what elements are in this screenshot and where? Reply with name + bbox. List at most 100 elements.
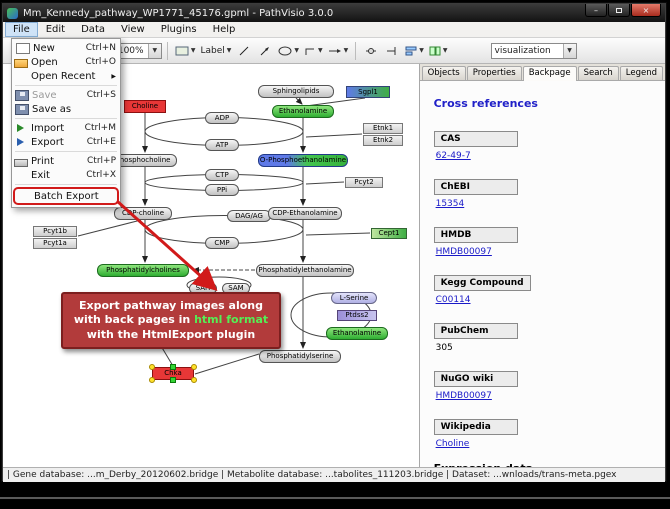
annotation-highlight: html format (194, 313, 269, 327)
pathway-node-cept1[interactable]: Cept1 (371, 227, 407, 239)
pathway-node-adp[interactable]: ADP (205, 112, 239, 124)
visualization-combobox[interactable]: visualization ▼ (490, 42, 577, 59)
chevron-down-icon[interactable]: ▼ (147, 43, 161, 58)
pathway-node-ptdss2[interactable]: Ptdss2 (337, 309, 377, 321)
inhibition-tool-button[interactable] (382, 41, 402, 61)
pathway-node-l-serine[interactable]: L-Serine (331, 292, 377, 304)
xref-source-label: ChEBI (433, 179, 518, 195)
annotation-text-after: with the HtmlExport plugin (86, 327, 256, 341)
arrow-tool-button[interactable] (255, 41, 275, 61)
pathway-node-cdp-choline[interactable]: CDP-choline (114, 206, 172, 220)
pathway-node-o-phosphoethanolamine[interactable]: O-Phosphoethanolamine (258, 153, 348, 167)
chevron-down-icon[interactable]: ▼ (562, 43, 576, 58)
pathway-node-ethanolamine[interactable]: Ethanolamine (272, 104, 334, 118)
tab-search[interactable]: Search (577, 66, 619, 80)
pathway-node-etnk2[interactable]: Etnk2 (363, 134, 403, 146)
tab-backpage[interactable]: Backpage (522, 66, 577, 81)
menu-item-label: Print (31, 155, 55, 167)
selection-handle[interactable] (170, 376, 176, 383)
xref-link[interactable]: Choline (435, 439, 470, 449)
selection-handle[interactable] (191, 363, 197, 370)
pathway-node-pcyt2[interactable]: Pcyt2 (345, 176, 383, 188)
pathway-node-ethanolamine[interactable]: Ethanolamine (326, 326, 388, 340)
tab-objects[interactable]: Objects (421, 66, 466, 80)
xref-value: 305 (435, 343, 453, 353)
menu-file[interactable]: File (5, 22, 38, 37)
selection-handle[interactable] (170, 363, 176, 370)
menu-data[interactable]: Data (81, 24, 105, 35)
pathway-node-pcyt1a[interactable]: Pcyt1a (33, 237, 77, 249)
datanode-tool-dropdown[interactable]: ▼ (173, 41, 198, 61)
line-tool-button[interactable] (234, 41, 254, 61)
pathway-node-atp[interactable]: ATP (205, 139, 239, 151)
toolbar-separator (355, 41, 357, 60)
tab-legend[interactable]: Legend (619, 66, 663, 80)
pathway-node-pcyt1b[interactable]: Pcyt1b (33, 225, 77, 237)
pathway-node-etnk1[interactable]: Etnk1 (363, 122, 403, 134)
interaction-tool-dropdown[interactable]: ▼ (326, 41, 351, 61)
selection-handle[interactable] (149, 376, 155, 383)
pathway-node-phosphatidylcholines[interactable]: Phosphatidylcholines (97, 263, 189, 277)
status-bar: | Gene database: ...m_Derby_20120602.bri… (3, 467, 665, 482)
pathway-node-ppi[interactable]: PPi (205, 184, 239, 196)
zoom-combobox[interactable]: 100% ▼ (113, 42, 162, 59)
menu-edit[interactable]: Edit (45, 24, 66, 35)
label-tool-dropdown[interactable]: Label▼ (200, 45, 232, 56)
shape-tool-dropdown[interactable]: ▼ (276, 41, 301, 61)
minimize-button[interactable]: – (585, 4, 607, 17)
pathway-node-choline[interactable]: Choline (124, 99, 166, 113)
close-button[interactable]: × (631, 4, 661, 17)
menu-item-label: Import (31, 122, 65, 134)
pathway-node-phosphatidylethanolamine[interactable]: Phosphatidylethanolamine (256, 263, 354, 277)
pathway-node-phosphatidylserine[interactable]: Phosphatidylserine (259, 349, 341, 363)
menu-help[interactable]: Help (212, 24, 236, 35)
selection-handle[interactable] (149, 363, 155, 370)
selection-handle[interactable] (191, 376, 197, 383)
pathway-node-sgpl1[interactable]: Sgpl1 (346, 86, 390, 98)
toolbar-separator (166, 41, 168, 60)
xref-link[interactable]: HMDB00097 (435, 391, 492, 401)
xref-entry-cas: CAS 62-49-7 (433, 126, 665, 161)
menu-item-shortcut: Ctrl+O (85, 57, 116, 67)
menu-separator (15, 85, 117, 86)
pathway-node-sphingolipids[interactable]: Sphingolipids (258, 84, 334, 98)
xref-source-label: CAS (433, 131, 518, 147)
anchor-tool-button[interactable] (361, 41, 381, 61)
pathway-node-cmp[interactable]: CMP (205, 237, 239, 249)
tab-properties[interactable]: Properties (466, 66, 522, 80)
connector-tool-dropdown[interactable]: ▼ (302, 41, 325, 61)
menu-plugins[interactable]: Plugins (160, 24, 197, 35)
alignment-dropdown[interactable]: ▼ (403, 41, 426, 61)
xref-link[interactable]: 62-49-7 (435, 151, 471, 161)
file-menu-item-batch-export[interactable]: Batch Export (13, 187, 119, 205)
xref-source-label: HMDB (433, 227, 518, 243)
title-bar[interactable]: Mm_Kennedy_pathway_WP1771_45176.gpml - P… (3, 4, 665, 22)
pathway-node-dag-ag[interactable]: DAG/AG (227, 210, 271, 222)
pathway-node-ctp[interactable]: CTP (205, 169, 239, 181)
file-menu-item-open-recent[interactable]: Open Recent▶ (12, 69, 120, 83)
pathway-node-cdp-ethanolamine[interactable]: CDP-Ethanolamine (268, 206, 342, 220)
xref-link[interactable]: HMDB00097 (435, 247, 492, 257)
common-size-dropdown[interactable]: ▼ (427, 41, 450, 61)
file-menu-item-save-as[interactable]: Save as (12, 102, 120, 116)
window-title: Mm_Kennedy_pathway_WP1771_45176.gpml - P… (23, 7, 334, 19)
maximize-button[interactable] (608, 4, 630, 17)
menu-view[interactable]: View (121, 24, 145, 35)
xref-link[interactable]: C00114 (435, 295, 471, 305)
pathway-node-chka[interactable]: Chka (149, 363, 197, 383)
xref-link[interactable]: 15354 (435, 199, 465, 209)
